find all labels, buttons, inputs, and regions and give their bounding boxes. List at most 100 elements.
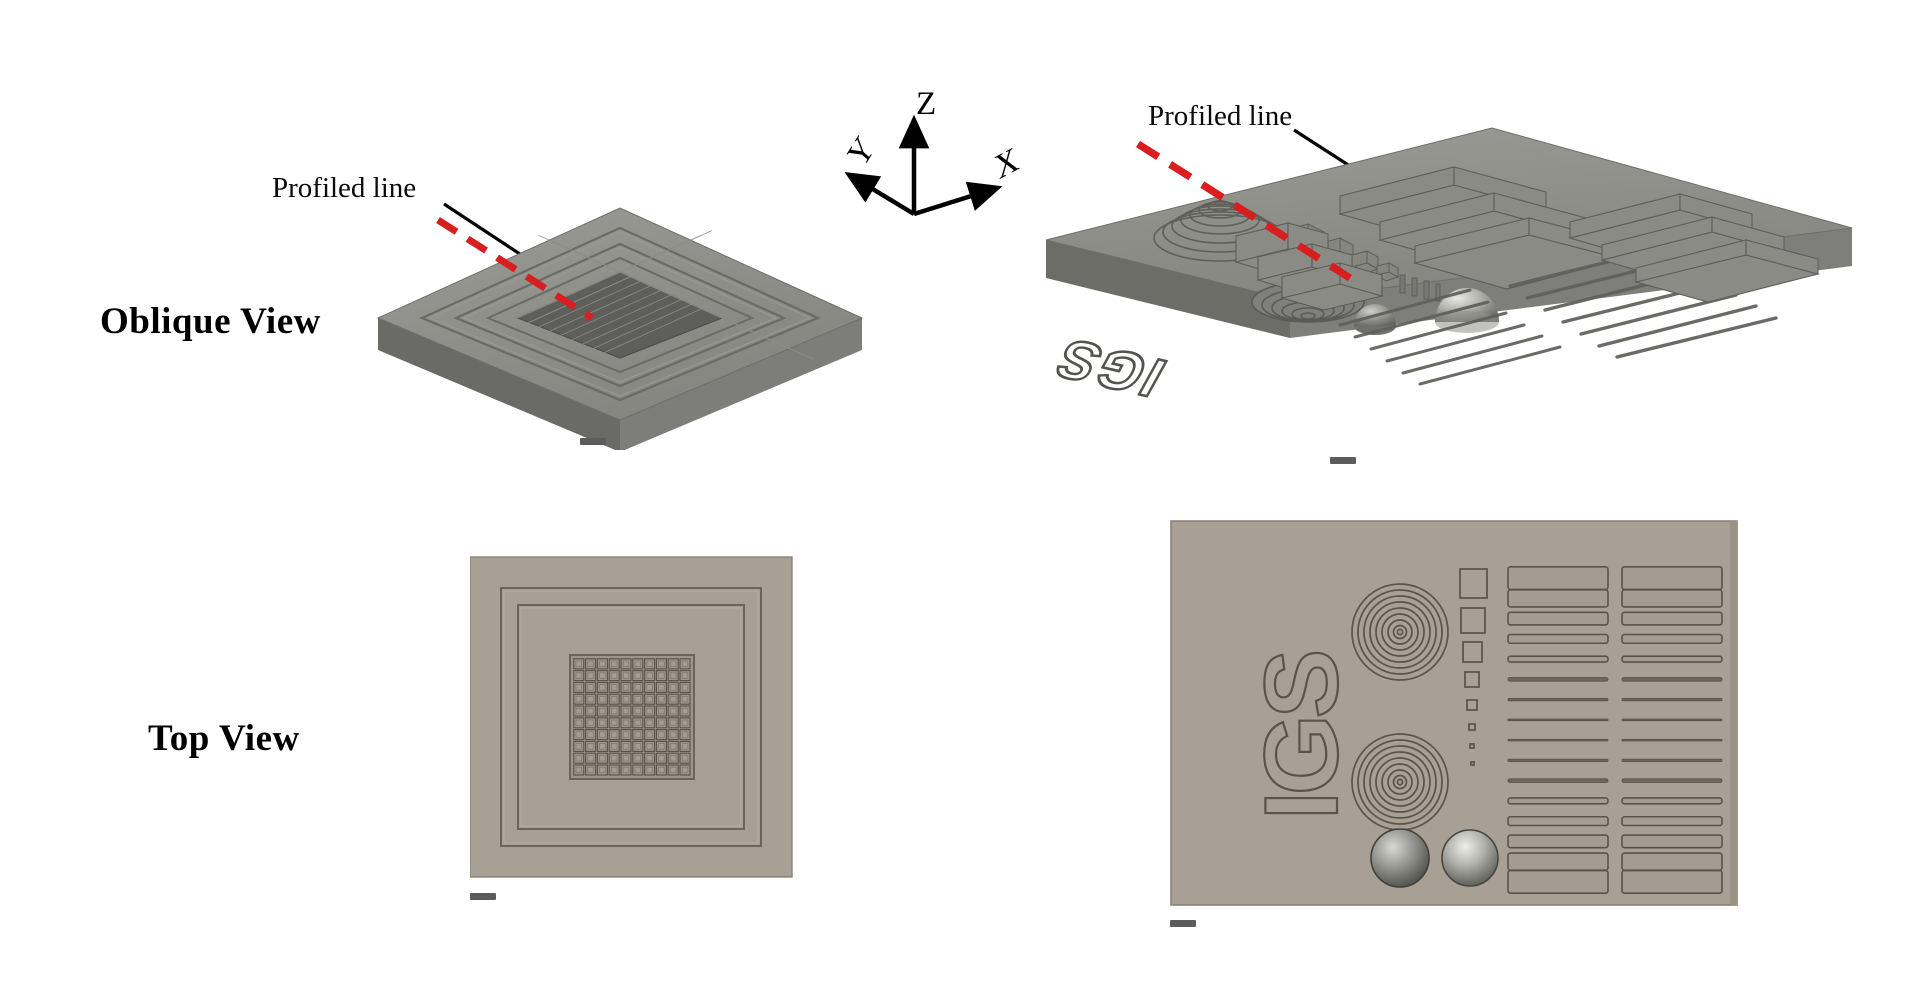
scale-bar-top-left (470, 893, 496, 900)
scale-bar-top-right (1170, 920, 1196, 927)
grid-cell-inner (658, 731, 665, 738)
grating-bar (1507, 677, 1609, 682)
grid-cell-inner (658, 684, 665, 691)
grid-cell (655, 752, 667, 764)
grid-cell-inner (634, 660, 641, 667)
grating-bar (1507, 589, 1609, 608)
grid-cell (596, 717, 608, 729)
grid-cell (644, 705, 656, 717)
grating-bar (1621, 834, 1723, 849)
grid-cell (608, 729, 620, 741)
grid-cell (620, 717, 632, 729)
grid-cell (655, 764, 667, 776)
grid-cell-inner (658, 743, 665, 750)
grid-cell-inner (670, 672, 677, 679)
grid-cell (573, 752, 585, 764)
grid-cell-inner (622, 660, 630, 667)
grid-cell-inner (658, 707, 665, 715)
grid-cell (655, 681, 667, 693)
grid-cell-inner (634, 755, 641, 762)
grid-cell-inner (681, 731, 689, 738)
grid-cell (644, 670, 656, 682)
row-label-oblique-view: Oblique View (100, 301, 321, 342)
grid-cell-inner (646, 731, 653, 738)
grid-cell-inner (670, 684, 677, 691)
grid-cell (679, 681, 691, 693)
grid-cell-inner (575, 696, 582, 703)
grating-bar (1621, 566, 1723, 591)
grating-bar (1621, 633, 1723, 645)
right-topview-dome-1 (1370, 828, 1430, 888)
grid-cell (632, 705, 644, 717)
svg-text:IGS: IGS (1244, 652, 1360, 820)
grid-cell-inner (670, 731, 677, 738)
grid-cell-inner (587, 743, 594, 750)
grid-cell-inner (634, 696, 641, 703)
grid-cell (655, 729, 667, 741)
grid-cell-inner (599, 755, 606, 762)
grid-cell (679, 670, 691, 682)
grid-cell (620, 740, 632, 752)
grid-cell (620, 670, 632, 682)
grid-cell-inner (599, 660, 606, 667)
grid-cell-inner (611, 743, 618, 750)
grid-cell-inner (634, 672, 641, 679)
grid-cell-inner (575, 684, 582, 691)
grid-cell (655, 658, 667, 670)
grid-cell-inner (611, 719, 618, 726)
grid-cell (632, 729, 644, 741)
grid-cell-inner (646, 755, 653, 762)
left-artifact-oblique-view (376, 207, 864, 450)
grid-cell (585, 752, 597, 764)
grid-cell (620, 705, 632, 717)
grid-cell-inner (622, 755, 630, 762)
grid-cell (632, 681, 644, 693)
grid-cell-inner (634, 707, 641, 715)
grating-bar (1621, 778, 1723, 783)
grid-cell (585, 705, 597, 717)
grid-cell-inner (611, 660, 618, 667)
grid-cell-inner (670, 766, 677, 774)
grid-cell-inner (575, 743, 582, 750)
grating-bar (1621, 698, 1723, 702)
grid-cell (620, 693, 632, 705)
grid-cell-inner (611, 731, 618, 738)
grid-cell-inner (646, 707, 653, 715)
grating-bar (1621, 852, 1723, 871)
grid-cell-inner (670, 696, 677, 703)
svg-text:IGS: IGS (1042, 327, 1176, 408)
grid-cell-inner (611, 755, 618, 762)
grid-cell (679, 705, 691, 717)
grid-cell-inner (658, 696, 665, 703)
grid-cell-inner (681, 743, 689, 750)
grid-cell-inner (658, 672, 665, 679)
grid-cell (667, 670, 679, 682)
grid-cell-inner (670, 743, 677, 750)
grid-cell-inner (658, 719, 665, 726)
grid-cell (608, 693, 620, 705)
grid-cell (585, 717, 597, 729)
grid-cell (608, 740, 620, 752)
left-artifact-pyramid-grid (516, 230, 814, 360)
grating-bar (1507, 633, 1609, 645)
axis-triad-icon (844, 114, 1003, 217)
coordinate-axis-triad: Z Y X (832, 86, 1052, 236)
grating-bar (1507, 718, 1609, 722)
grid-cell-inner (587, 660, 594, 667)
grid-cell-inner (575, 731, 582, 738)
left-topview-nested-frames (500, 587, 762, 847)
grid-cell (667, 764, 679, 776)
grid-cell (667, 752, 679, 764)
grid-cell (596, 658, 608, 670)
grid-cell (655, 705, 667, 717)
grid-cell-inner (658, 766, 665, 774)
grid-cell-inner (622, 707, 630, 715)
grating-bar (1621, 655, 1723, 663)
grid-cell (608, 705, 620, 717)
grid-cell-inner (599, 731, 606, 738)
grid-cell-inner (599, 696, 606, 703)
grid-cell-inner (611, 672, 618, 679)
grating-bar (1621, 869, 1723, 894)
grid-cell-inner (587, 766, 594, 774)
